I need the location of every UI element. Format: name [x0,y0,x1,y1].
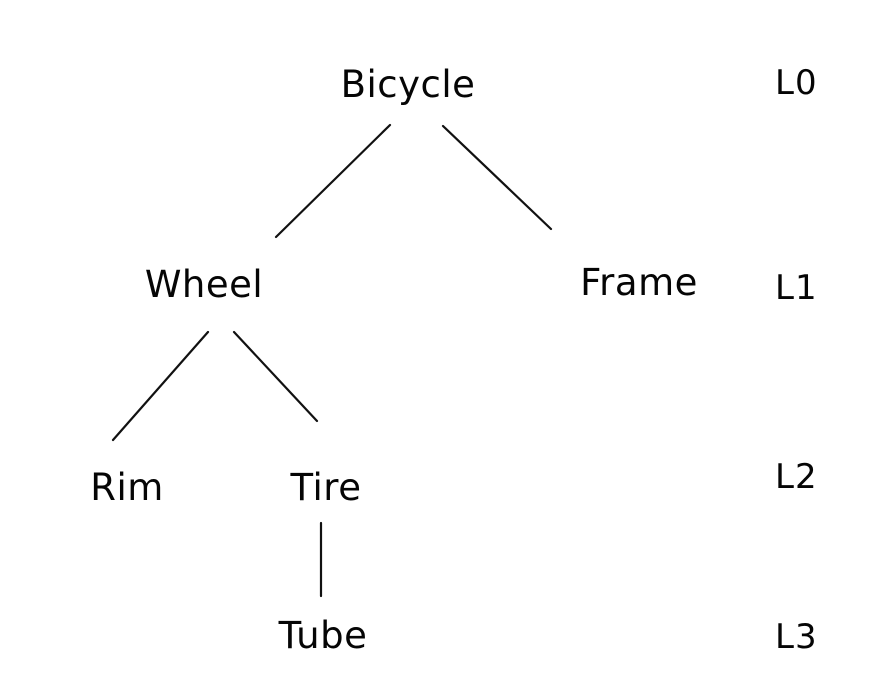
level-label-l0: L0 [775,63,818,103]
level-label-group: L0 L1 L2 L3 [775,63,818,657]
edge-wheel-rim [111,330,210,442]
edge-group [111,123,553,598]
edge-wheel-tire [232,330,319,423]
level-label-l3: L3 [775,617,818,657]
node-rim[interactable]: Rim [90,466,164,509]
level-label-l1: L1 [775,268,818,308]
node-bicycle[interactable]: Bicycle [341,63,476,106]
node-tire[interactable]: Tire [290,466,362,509]
node-wheel[interactable]: Wheel [145,263,263,306]
edge-bicycle-frame [441,124,553,231]
level-label-l2: L2 [775,457,818,497]
node-frame[interactable]: Frame [580,261,698,304]
node-tube[interactable]: Tube [278,614,368,657]
node-group: Bicycle Wheel Frame Rim Tire Tube [90,63,698,657]
edge-bicycle-wheel [274,123,392,239]
